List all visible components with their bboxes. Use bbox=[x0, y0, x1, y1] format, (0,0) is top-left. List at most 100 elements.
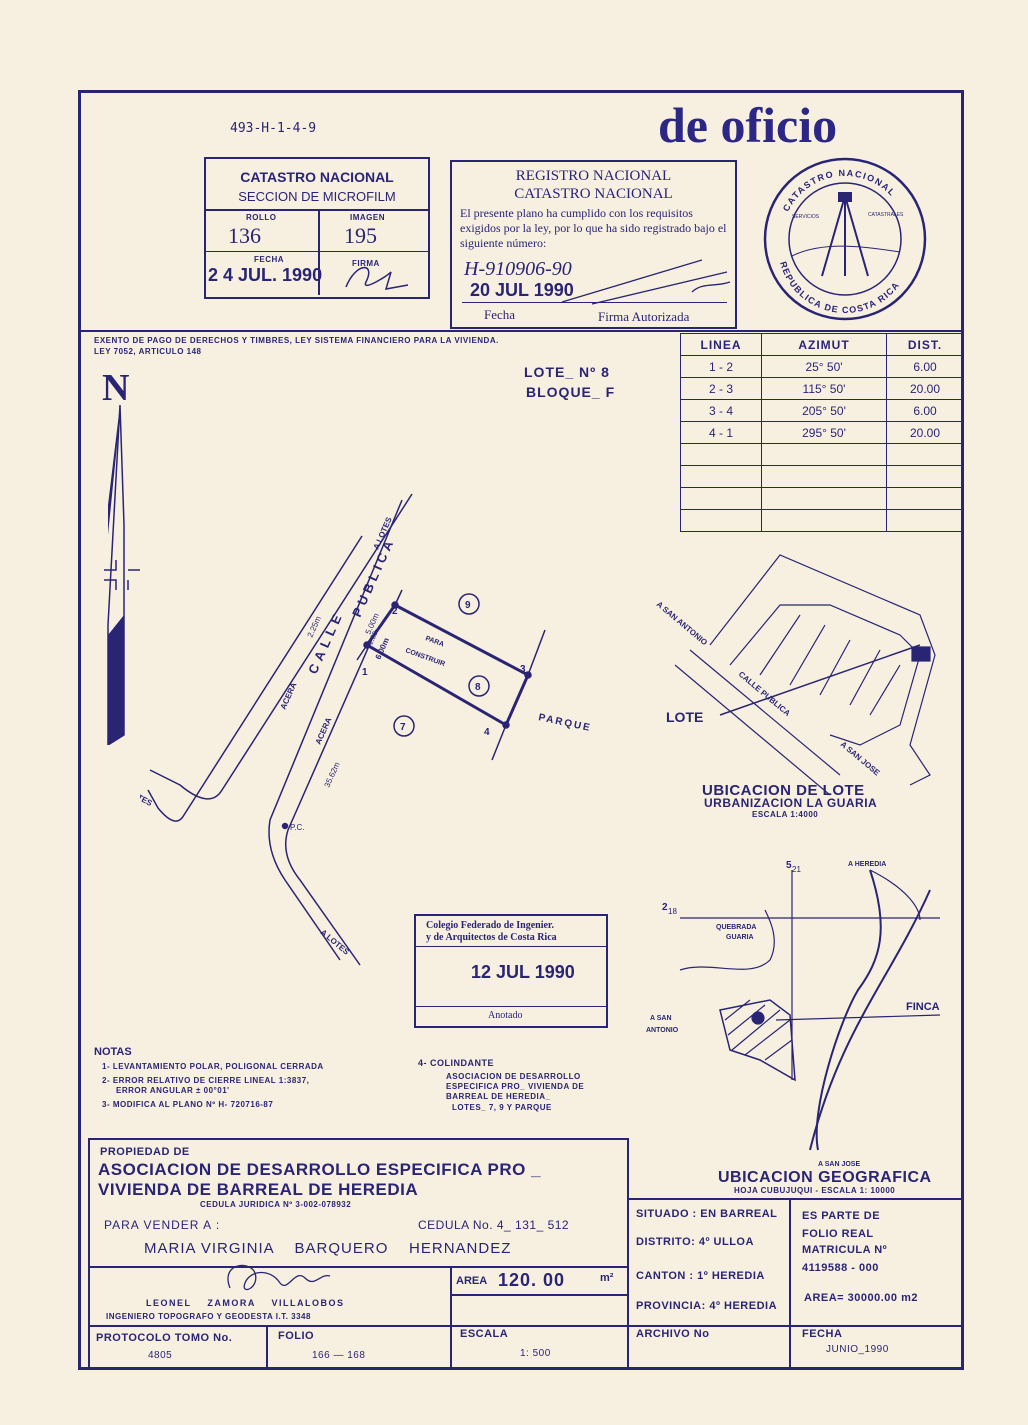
col-header-azimut: AZIMUT bbox=[761, 333, 887, 356]
area-total: AREA= 30000.00 m2 bbox=[804, 1292, 918, 1304]
location-map-lote: A SAN ANTONIO CALLE PUBLICA A SAN JOSE L… bbox=[655, 554, 936, 796]
quebrada-label: QUEBRADA bbox=[716, 924, 756, 931]
registro-stamp: REGISTRO NACIONAL CATASTRO NACIONAL El p… bbox=[450, 160, 737, 329]
situado: SITUADO : EN BARREAL bbox=[636, 1208, 778, 1220]
owner-name: VIVIENDA DE BARREAL DE HEREDIA bbox=[98, 1180, 419, 1199]
exento-text: EXENTO DE PAGO DE DERECHOS Y TIMBRES, LE… bbox=[94, 336, 499, 345]
registro-text: El presente plano ha cumplido con los re… bbox=[460, 206, 727, 250]
registro-number: H-910906-90 bbox=[464, 258, 572, 280]
para-label: PARA bbox=[424, 635, 445, 648]
fecha-value: 2 4 JUL. 1990 bbox=[208, 265, 323, 285]
colegio-line2: y de Arquitectos de Costa Rica bbox=[426, 932, 557, 943]
area-value: 120. 00 bbox=[498, 1270, 566, 1290]
surveyor-signature-icon bbox=[227, 1264, 331, 1291]
north-label: N bbox=[102, 367, 130, 409]
cedula-number: CEDULA No. 4_ 131_ 512 bbox=[418, 1218, 570, 1232]
area-unit: m² bbox=[600, 1272, 614, 1284]
microfilm-title: CATASTRO NACIONAL bbox=[240, 169, 394, 185]
divider bbox=[88, 1138, 90, 1370]
divider bbox=[80, 330, 962, 332]
imagen-value: 195 bbox=[344, 223, 377, 248]
imagen-label: IMAGEN bbox=[350, 213, 385, 222]
north-arrow-icon bbox=[104, 405, 140, 745]
divider bbox=[88, 1266, 628, 1268]
signature-icon bbox=[561, 259, 731, 305]
microfilm-subtitle: SECCION DE MICROFILM bbox=[238, 189, 396, 204]
col-header-linea: LINEA bbox=[680, 333, 762, 356]
plan-frame bbox=[78, 90, 964, 1370]
fecha-label: FECHA bbox=[254, 255, 285, 264]
registro-title: REGISTRO NACIONAL bbox=[515, 168, 672, 184]
divider bbox=[450, 1294, 628, 1296]
divider bbox=[450, 1266, 452, 1370]
notas-title: NOTAS bbox=[94, 1046, 132, 1058]
divider bbox=[789, 1198, 791, 1370]
propiedad-label: PROPIEDAD DE bbox=[100, 1146, 190, 1158]
table-row bbox=[680, 487, 964, 510]
coord-label: 5 bbox=[786, 860, 792, 871]
protocolo-label: PROTOCOLO TOMO No. bbox=[96, 1332, 233, 1344]
seal-left-text: SERVICIOS bbox=[792, 214, 820, 220]
antonio-label: ANTONIO bbox=[646, 1027, 679, 1034]
col-header-dist: DIST. bbox=[886, 333, 964, 356]
divider bbox=[206, 209, 428, 211]
folio-label: FOLIO bbox=[278, 1330, 315, 1342]
fecha-label: FECHA bbox=[802, 1328, 843, 1340]
archivo-label: ARCHIVO No bbox=[636, 1328, 710, 1340]
lot-7-label: 7 bbox=[400, 722, 406, 733]
catastro-seal: CATASTRO NACIONAL REPUBLICA DE COSTA RIC… bbox=[763, 157, 927, 321]
ubicacion-geo-subtitle: HOJA CUBUJUQUI - ESCALA 1: 10000 bbox=[734, 1186, 896, 1195]
canton: CANTON : 1º HEREDIA bbox=[636, 1270, 765, 1282]
calle-publica-label: CALLE PUBLICA bbox=[737, 670, 792, 718]
owner-name: ASOCIACION DE DESARROLLO ESPECIFICA PRO … bbox=[98, 1160, 542, 1179]
nota-item: 1- LEVANTAMIENTO POLAR, POLIGONAL CERRAD… bbox=[102, 1062, 324, 1071]
pc-label: P.C. bbox=[290, 823, 305, 832]
registro-fecha-label: Fecha bbox=[484, 307, 516, 322]
divider bbox=[416, 946, 606, 947]
cedula-juridica: CEDULA JURIDICA Nº 3-002-078932 bbox=[200, 1200, 352, 1209]
divider bbox=[627, 1198, 964, 1200]
colindante-line: ASOCIACION DE DESARROLLO bbox=[446, 1072, 581, 1081]
distrito: DISTRITO: 4º ULLOA bbox=[636, 1236, 754, 1248]
location-map-geo: 5 21 2 18 A HEREDIA QUEBRADA GUARIA A SA… bbox=[646, 860, 941, 1168]
colegio-footer: Anotado bbox=[488, 1010, 523, 1021]
acera-label-2: ACERA bbox=[314, 716, 334, 746]
coord-label: 18 bbox=[668, 907, 677, 916]
registro-firma-label: Firma Autorizada bbox=[598, 309, 690, 324]
vertex-1: 1 bbox=[362, 667, 368, 678]
matricula-value: 4119588 - 000 bbox=[802, 1262, 879, 1274]
a-san-jose-label: A SAN JOSE bbox=[818, 1161, 860, 1168]
es-parte-de: ES PARTE DE bbox=[802, 1210, 881, 1222]
calle-label: CALLE bbox=[305, 608, 347, 677]
divider bbox=[462, 302, 727, 303]
dim-label: 35.62m bbox=[323, 760, 342, 788]
provincia: PROVINCIA: 4º HEREDIA bbox=[636, 1300, 778, 1312]
colegio-line1: Colegio Federado de Ingenier. bbox=[426, 920, 554, 931]
guaria-label: GUARIA bbox=[726, 934, 754, 941]
colindante-line: ESPECIFICA PRO_ VIVIENDA DE bbox=[446, 1082, 585, 1091]
vertex-4: 4 bbox=[484, 727, 490, 738]
area-label: AREA bbox=[456, 1275, 488, 1287]
divider bbox=[88, 1325, 964, 1327]
escala-value: 1: 500 bbox=[520, 1348, 551, 1359]
a-san-label: A SAN bbox=[650, 1015, 672, 1022]
bloque-label: BLOQUE_ F bbox=[526, 384, 616, 400]
nota-item: 2- ERROR RELATIVO DE CIERRE LINEAL 1:383… bbox=[102, 1076, 310, 1085]
rollo-value: 136 bbox=[228, 223, 261, 248]
rollo-label: ROLLO bbox=[246, 213, 277, 222]
buyer-name: MARIA VIRGINIA BARQUERO HERNANDEZ bbox=[144, 1240, 512, 1257]
divider bbox=[627, 1138, 629, 1200]
nota-item: ERROR ANGULAR ± 00°01' bbox=[116, 1086, 230, 1095]
divider bbox=[416, 1006, 606, 1007]
dim-label: 2.29 bbox=[367, 630, 379, 645]
coord-label: 2 bbox=[662, 902, 668, 913]
site-plan-drawing: CALLE PUBLICA A LOTES A LOTES A LOTES AC… bbox=[140, 493, 593, 966]
ubicacion-lote-subtitle: URBANIZACION LA GUARIA bbox=[704, 796, 878, 810]
seal-right-text: CATASTRALES bbox=[868, 212, 904, 218]
a-heredia-label: A HEREDIA bbox=[848, 861, 886, 868]
surveyor-name: LEONEL ZAMORA VILLALOBOS bbox=[146, 1298, 345, 1308]
